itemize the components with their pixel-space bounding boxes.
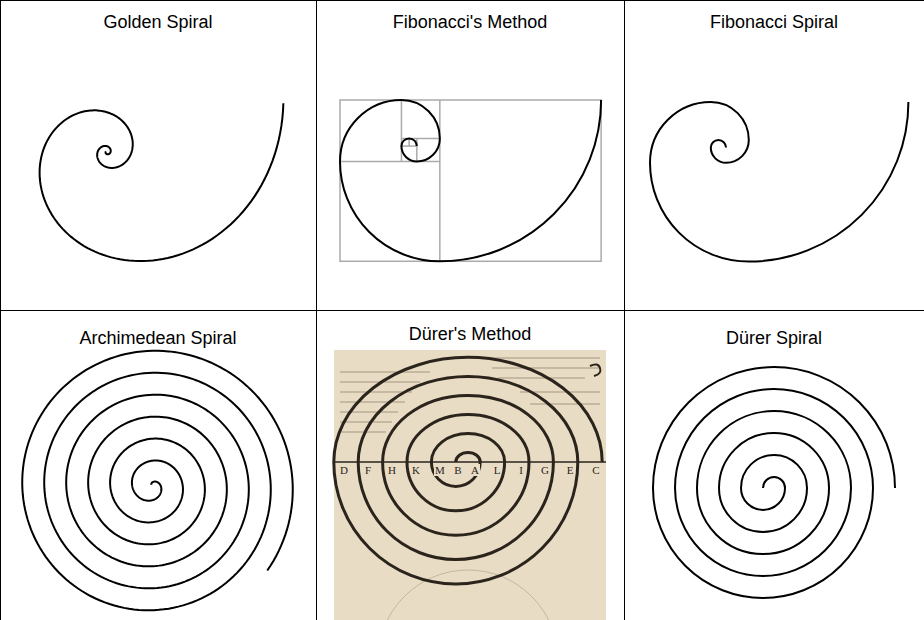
construction-letter: F [364,464,372,476]
scan-line [498,377,585,379]
scan-background [334,350,606,620]
construction-letter: A [470,464,480,476]
construction-letter: B [453,464,462,476]
construction-letter: D [339,464,349,476]
fibonacci-spiral [650,102,908,262]
fibonacci-squares [340,100,601,261]
golden-spiral [40,103,284,261]
panel-title: Fibonacci Spiral [624,11,924,33]
durer-construction-spiral [334,357,602,584]
golden-rectangle [340,100,601,261]
durer-spiral [653,367,895,598]
construction-letter: G [540,464,550,476]
archimedean-spiral [22,351,293,611]
scan-line [488,357,600,359]
construction-letter: E [566,464,575,476]
scan-faint-circle [378,570,558,620]
scan-line [340,401,405,403]
scan-line [530,403,600,405]
panel-cell: Dürer Spiral [624,310,924,620]
panel-title: Dürer Spiral [624,327,924,349]
construction-letter: K [411,464,421,476]
construction-letter: C [591,464,600,476]
square-divider [408,138,410,146]
panel-title: Dürer's Method [316,323,624,345]
construction-letter: I [518,464,524,476]
scan-line [340,421,392,423]
construction-letter: M [434,464,446,476]
panel-cell: Fibonacci's Method [316,0,624,310]
grid-line [0,0,924,1]
scan-line [340,371,430,373]
scan-line [492,367,600,369]
construction-letter: L [493,464,502,476]
fibonacci-spiral [340,100,601,261]
panel-title: Archimedean Spiral [0,327,316,349]
square-divider [439,100,441,261]
panel-cell: Archimedean Spiral [0,310,316,620]
grid-line [0,310,924,311]
construction-letter: H [387,464,397,476]
panel-cell: Fibonacci Spiral [624,0,924,310]
construction-line [334,461,606,463]
panel-cell: Golden Spiral [0,0,316,310]
panel-title: Golden Spiral [0,11,316,33]
scan-mark [590,364,600,376]
scan-line [340,431,386,433]
panel-title: Fibonacci's Method [316,11,624,33]
